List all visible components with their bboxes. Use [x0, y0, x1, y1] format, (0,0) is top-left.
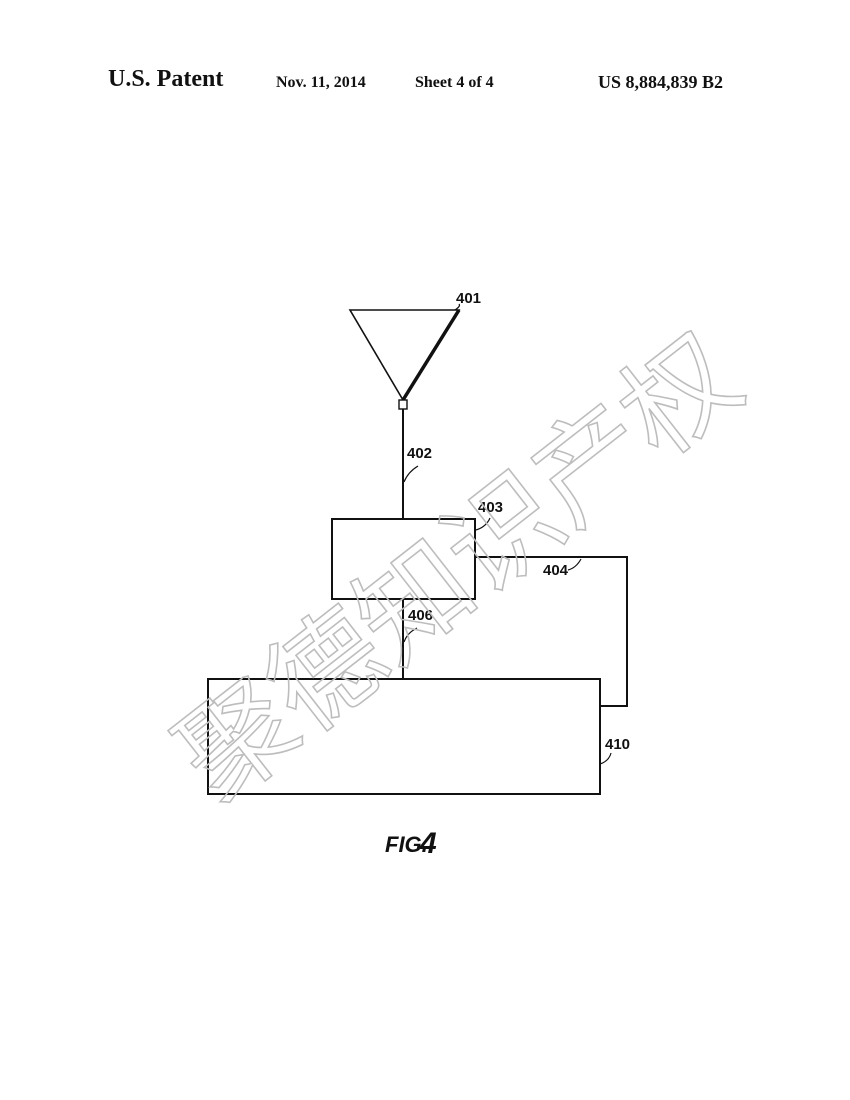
patent-header-title: U.S. Patent: [108, 66, 224, 92]
patent-number: US 8,884,839 B2: [598, 72, 724, 92]
label-404: 404: [543, 562, 569, 579]
label-406: 406: [408, 607, 433, 624]
sheet-number: Sheet 4 of 4: [415, 74, 494, 91]
antenna-icon: [348, 309, 461, 410]
label-401: 401: [456, 290, 481, 307]
patent-date: Nov. 11, 2014: [276, 74, 366, 91]
leader-410: [599, 752, 612, 765]
figure-caption-number: 4: [419, 827, 437, 860]
block-403: [331, 518, 476, 600]
leader-406: [403, 627, 418, 643]
block-410: [207, 678, 601, 795]
figure-caption-prefix: FIG.: [385, 832, 428, 857]
leader-403: [475, 517, 491, 531]
label-410: 410: [605, 736, 630, 753]
feedback-line-404: [475, 556, 628, 707]
leader-404: [567, 558, 582, 571]
leader-402: [403, 465, 419, 483]
figure-caption: FIG. 4: [385, 827, 437, 860]
label-402: 402: [407, 445, 432, 462]
leader-401: [454, 303, 461, 311]
label-403: 403: [478, 499, 503, 516]
